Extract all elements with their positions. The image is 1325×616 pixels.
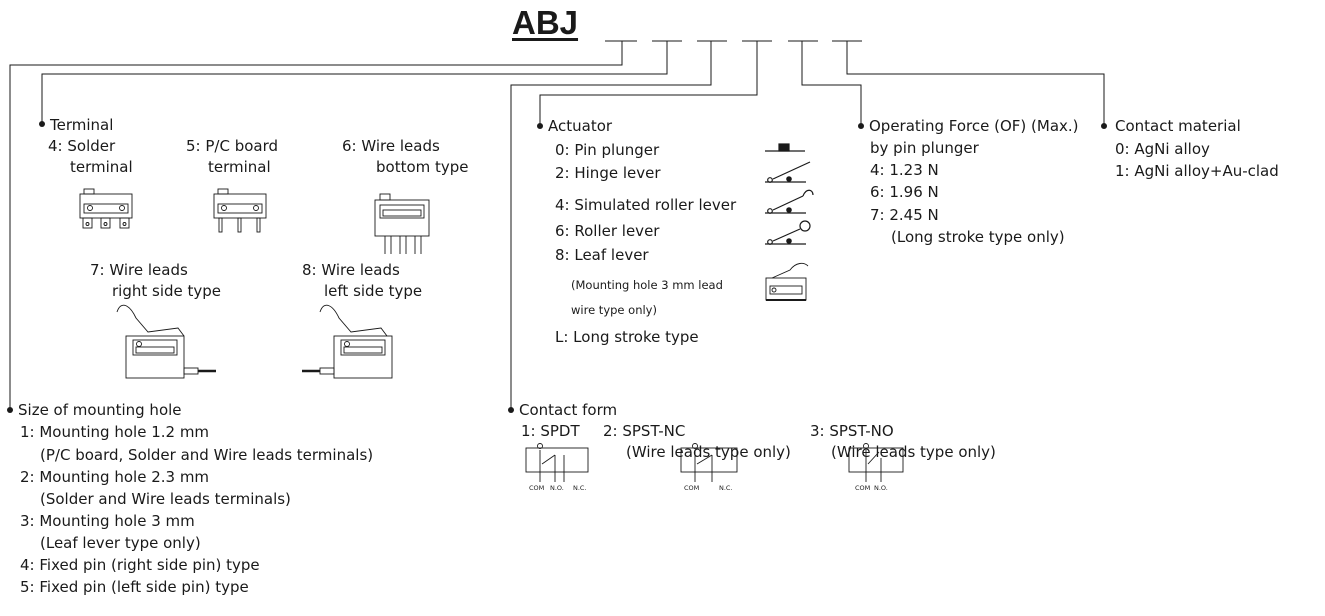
terminal-opt5-line1: 5: P/C board [186,137,279,155]
terminal-opt5-line2: terminal [208,158,271,176]
mounting-hole-line: 1: Mounting hole 1.2 mm [20,423,210,441]
terminal-opt7-line1: 7: Wire leads [90,261,188,279]
spst-no-schematic [848,443,904,482]
mounting-hole-line: 4: Fixed pin (right side pin) type [20,556,260,574]
wire-leads-right-drawing [116,304,216,379]
contact-form-opt2: 2: SPST-NC [603,422,686,440]
actuator-item: 0: Pin plunger [555,141,660,159]
operating-force-item: 6: 1.96 N [870,183,939,201]
terminal-opt4-line2: terminal [70,158,133,176]
terminal-opt8-line1: 8: Wire leads [302,261,400,279]
spdt-com-label: COM [529,484,544,492]
actuator-item: 2: Hinge lever [555,164,661,182]
mounting-hole-line: (Leaf lever type only) [40,534,201,552]
simulated-roller-lever-symbol [765,189,814,214]
terminal-opt6-line2: bottom type [376,158,469,176]
contact-material-item: 1: AgNi alloy+Au-clad [1115,162,1279,180]
spst-no-no-label: N.O. [874,484,888,492]
spdt-no-label: N.O. [550,484,564,492]
operating-force-note: (Long stroke type only) [891,228,1065,246]
contact-form-opt3-note: (Wire leads type only) [831,443,996,461]
actuator-long-stroke: L: Long stroke type [555,328,699,346]
pin-plunger-symbol [765,143,805,152]
spdt-schematic [525,443,589,482]
terminal-heading: Terminal [50,116,114,134]
operating-force-item: 4: 1.23 N [870,161,939,179]
terminal-opt6-line1: 6: Wire leads [342,137,440,155]
wire-leads-left-drawing [302,304,393,379]
mounting-hole-line: 5: Fixed pin (left side pin) type [20,578,249,596]
mounting-hole-line: 3: Mounting hole 3 mm [20,512,195,530]
terminal-opt8-line2: left side type [324,282,423,300]
wire-leads-bottom-drawing [374,193,430,254]
mounting-hole-line: (Solder and Wire leads terminals) [40,490,291,508]
actuator-item: 8: Leaf lever [555,246,649,264]
pc-board-terminal-drawing [213,188,267,233]
contact-form-opt2-note: (Wire leads type only) [626,443,791,461]
solder-terminal-drawing [79,188,133,229]
actuator-leaf-note-line2: wire type only) [571,303,657,317]
spst-no-com-label: COM [855,484,870,492]
roller-lever-symbol [765,220,811,245]
contact-form-opt3: 3: SPST-NO [810,422,894,440]
terminal-opt4-line1: 4: Solder [48,137,116,155]
contact-material-item: 0: AgNi alloy [1115,140,1210,158]
spdt-nc-label: N.C. [573,484,587,492]
spst-nc-schematic [680,443,738,482]
contact-form-heading: Contact form [519,401,618,419]
leaf-lever-symbol [765,262,809,301]
contact-form-opt1: 1: SPDT [521,422,580,440]
operating-force-heading: Operating Force (OF) (Max.) [869,117,1079,135]
spst-nc-nc-label: N.C. [719,484,733,492]
hinge-lever-symbol [765,161,811,183]
actuator-item: 6: Roller lever [555,222,660,240]
terminal-opt7-line2: right side type [112,282,222,300]
model-title: ABJ [512,4,579,41]
actuator-leaf-note-line1: (Mounting hole 3 mm lead [571,278,723,292]
spst-nc-com-label: COM [684,484,699,492]
operating-force-item: 7: 2.45 N [870,206,939,224]
contact-material-heading: Contact material [1115,117,1241,135]
mounting-hole-line: (P/C board, Solder and Wire leads termin… [40,446,374,464]
mounting-hole-heading: Size of mounting hole [18,401,182,419]
actuator-heading: Actuator [548,117,613,135]
mounting-hole-line: 2: Mounting hole 2.3 mm [20,468,210,486]
actuator-item: 4: Simulated roller lever [555,196,737,214]
operating-force-sub: by pin plunger [870,139,979,157]
